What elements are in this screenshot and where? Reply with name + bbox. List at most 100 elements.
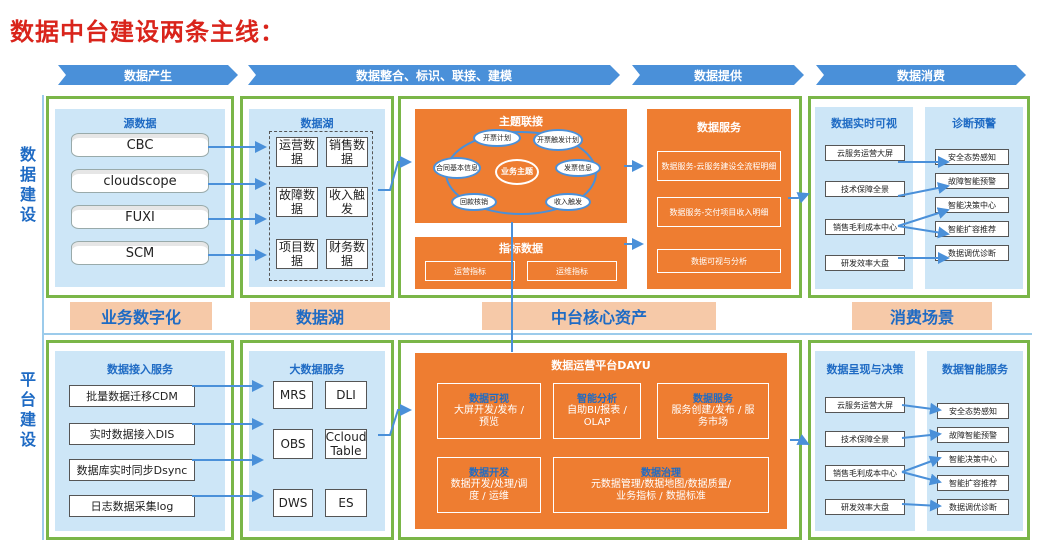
access-item-log: 日志数据采集log bbox=[69, 495, 195, 517]
data-service-item-3: 数据可视与分析 bbox=[657, 249, 781, 273]
bigdata-mrs: MRS bbox=[273, 381, 313, 409]
dayu-block-service: 数据服务 服务创建/发布 / 服务市场 bbox=[657, 383, 769, 439]
realtime-title: 数据实时可视 bbox=[831, 117, 897, 130]
lake-item-finance: 财务数据 bbox=[326, 239, 368, 269]
bigdata-ccloud-table: Ccloud Table bbox=[325, 429, 367, 459]
dayu-title: 数据运营平台DAYU bbox=[551, 359, 651, 372]
indicator-maint: 运维指标 bbox=[527, 261, 617, 281]
dayu-block-visual-title: 数据可视 bbox=[469, 393, 509, 405]
data-service-title: 数据服务 bbox=[697, 121, 741, 134]
diagnosis-item-5: 数据调优诊断 bbox=[935, 245, 1009, 261]
band-label-core: 中台核心资产 bbox=[482, 302, 716, 330]
dayu-group: 数据运营平台DAYU 数据可视 大屏开发/发布 / 预览 智能分析 自助BI/报… bbox=[398, 340, 802, 540]
stage-header-4: 数据消费 bbox=[816, 65, 1026, 85]
dayu-block-governance-title: 数据治理 bbox=[641, 467, 681, 479]
intelligent-panel: 数据智能服务 安全态势感知 故障智能预警 智能决策中心 智能扩容推荐 数据调优诊… bbox=[927, 351, 1023, 531]
topic-node-billing-plan: 开票计划 bbox=[473, 129, 521, 147]
arrow-lake-to-topic bbox=[378, 156, 412, 191]
consumption-bottom-group: 数据呈现与决策 云服务运营大屏 技术保障全景 销售毛利成本中心 研发效率大盘 数… bbox=[808, 340, 1030, 540]
diagnosis-item-2: 故障智能预警 bbox=[935, 173, 1009, 189]
topic-title: 主题联接 bbox=[499, 115, 543, 128]
diagnosis-item-4: 智能扩容推荐 bbox=[935, 221, 1009, 237]
topic-node-payment: 回款核销 bbox=[451, 193, 497, 211]
arrow-rt-2 bbox=[897, 182, 950, 197]
band-label-business: 业务数字化 bbox=[70, 302, 212, 330]
source-scm: SCM bbox=[71, 241, 209, 265]
access-item-cdm: 批量数据迁移CDM bbox=[69, 385, 195, 407]
stage-header-3: 数据提供 bbox=[632, 65, 804, 85]
bigdata-dli: DLI bbox=[325, 381, 367, 409]
row-divider-horizontal bbox=[42, 333, 1032, 335]
bigdata-es: ES bbox=[325, 489, 367, 517]
bigdata-title: 大数据服务 bbox=[289, 363, 345, 376]
arrow-service-to-consume bbox=[788, 192, 810, 204]
data-service-item-2: 数据服务-交付项目收入明细 bbox=[657, 197, 781, 227]
indicator-title: 指标数据 bbox=[499, 242, 543, 255]
dayu-panel: 数据运营平台DAYU 数据可视 大屏开发/发布 / 预览 智能分析 自助BI/报… bbox=[415, 353, 787, 529]
indicator-ops: 运营指标 bbox=[425, 261, 515, 281]
diagnosis-item-1: 安全态势感知 bbox=[935, 149, 1009, 165]
intelligent-item-4: 智能扩容推荐 bbox=[937, 475, 1009, 491]
stage-header-1: 数据产生 bbox=[58, 65, 238, 85]
data-service-item-1: 数据服务-云服务建设全流程明细 bbox=[657, 151, 781, 181]
realtime-panel: 数据实时可视 云服务运营大屏 技术保障全景 销售毛利成本中心 研发效率大盘 bbox=[815, 107, 913, 289]
row-label-platform-build: 平台建设 bbox=[19, 370, 36, 449]
row-label-data-build: 数据建设 bbox=[19, 145, 36, 224]
topic-node-contract: 合同基本信息 bbox=[433, 157, 481, 179]
diagnosis-title: 诊断预警 bbox=[952, 117, 996, 130]
stage-header-2: 数据整合、标识、联接、建模 bbox=[248, 65, 620, 85]
intelligent-item-3: 智能决策中心 bbox=[937, 451, 1009, 467]
realtime-item-1: 云服务运营大屏 bbox=[825, 145, 905, 161]
access-group: 数据接入服务 批量数据迁移CDM 实时数据接入DIS 数据库实时同步Dsync … bbox=[46, 340, 234, 540]
indicator-panel: 指标数据 运营指标 运维指标 bbox=[415, 237, 627, 289]
topic-node-billing-trigger: 开票触发计划 bbox=[533, 129, 583, 151]
topic-panel: 主题联接 业务主题 开票计划 开票触发计划 合同基本信息 发票信息 回款核销 收… bbox=[415, 109, 627, 223]
row-divider-vertical bbox=[42, 95, 44, 540]
lake-item-sales: 销售数据 bbox=[326, 137, 368, 167]
arrow-dayu-to-consume bbox=[790, 434, 810, 445]
realtime-item-4: 研发效率大盘 bbox=[825, 255, 905, 271]
arrow-rt-4 bbox=[897, 225, 950, 239]
page-title: 数据中台建设两条主线： bbox=[10, 18, 285, 46]
consumption-group: 数据实时可视 云服务运营大屏 技术保障全景 销售毛利成本中心 研发效率大盘 诊断… bbox=[808, 96, 1030, 298]
arrow-pr-1 bbox=[901, 402, 942, 415]
source-cloudscope: cloudscope bbox=[71, 169, 209, 193]
presentation-item-4: 研发效率大盘 bbox=[825, 499, 905, 515]
dayu-block-analysis-title: 智能分析 bbox=[577, 393, 617, 405]
core-assets-group: 主题联接 业务主题 开票计划 开票触发计划 合同基本信息 发票信息 回款核销 收… bbox=[398, 96, 802, 298]
source-fuxi: FUXI bbox=[71, 205, 209, 229]
topic-node-revenue: 收入触发 bbox=[545, 193, 591, 211]
dayu-block-visual: 数据可视 大屏开发/发布 / 预览 bbox=[437, 383, 541, 439]
access-title: 数据接入服务 bbox=[107, 363, 173, 376]
band-label-lake: 数据湖 bbox=[250, 302, 390, 330]
dayu-block-service-title: 数据服务 bbox=[693, 393, 733, 405]
source-data-group: 源数据 CBC cloudscope FUXI SCM bbox=[46, 96, 234, 298]
arrow-pr-2 bbox=[901, 429, 942, 442]
diagnosis-item-3: 智能决策中心 bbox=[935, 197, 1009, 213]
data-lake-title: 数据湖 bbox=[300, 117, 334, 130]
dayu-block-dev-title: 数据开发 bbox=[469, 467, 509, 479]
topic-center: 业务主题 bbox=[495, 159, 539, 185]
arrow-bigdata-to-dayu bbox=[378, 404, 412, 436]
dayu-block-dev: 数据开发 数据开发/处理/调度 / 运维 bbox=[437, 457, 541, 513]
dayu-block-governance: 数据治理 元数据管理/数据地图/数据质量/业务指标 / 数据标准 bbox=[553, 457, 769, 513]
lake-item-fault: 故障数据 bbox=[276, 187, 318, 217]
dayu-block-analysis-body: 自助BI/报表 / OLAP bbox=[567, 404, 627, 428]
presentation-panel: 数据呈现与决策 云服务运营大屏 技术保障全景 销售毛利成本中心 研发效率大盘 bbox=[815, 351, 915, 531]
lake-item-project: 项目数据 bbox=[276, 239, 318, 269]
lake-item-revenue-trigger: 收入触发 bbox=[326, 187, 368, 217]
dayu-block-analysis: 智能分析 自助BI/报表 / OLAP bbox=[553, 383, 641, 439]
bigdata-dws: DWS bbox=[273, 489, 313, 517]
band-label-consumption: 消费场景 bbox=[852, 302, 992, 330]
data-service-panel: 数据服务 数据服务-云服务建设全流程明细 数据服务-交付项目收入明细 数据可视与… bbox=[647, 109, 791, 289]
arrow-rt-3 bbox=[897, 207, 950, 227]
presentation-item-2: 技术保障全景 bbox=[825, 431, 905, 447]
topic-node-invoice: 发票信息 bbox=[555, 159, 601, 177]
access-item-dsync: 数据库实时同步Dsync bbox=[69, 459, 195, 481]
arrow-pr-4 bbox=[901, 471, 942, 486]
intelligent-title: 数据智能服务 bbox=[942, 363, 1008, 376]
dayu-block-visual-body: 大屏开发/发布 / 预览 bbox=[454, 404, 524, 428]
bigdata-group: 大数据服务 MRS DLI OBS Ccloud Table DWS ES bbox=[240, 340, 394, 540]
source-data-title: 源数据 bbox=[123, 117, 157, 130]
